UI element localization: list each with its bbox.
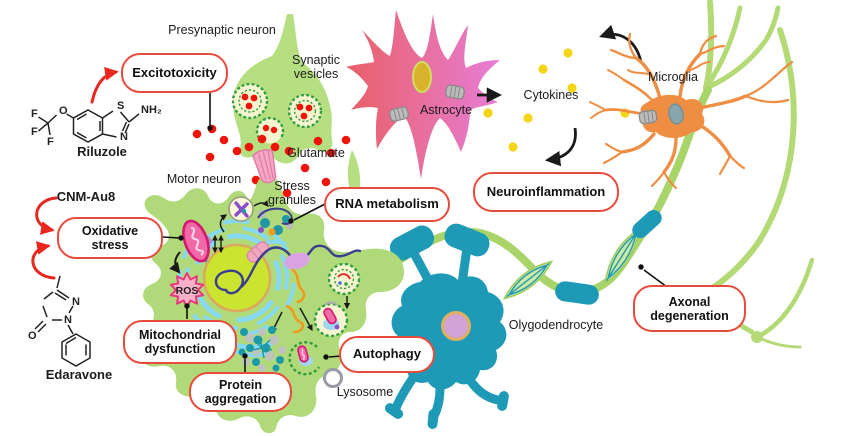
glutamate-receptor-icon xyxy=(252,149,277,184)
pointer-lines xyxy=(162,93,668,372)
box-axonal-degeneration: Axonal degeneration xyxy=(633,285,746,332)
svg-text:O: O xyxy=(28,330,37,342)
autophagosome xyxy=(327,262,361,296)
rna-strands xyxy=(285,268,306,334)
box-rna-metabolism: RNA metabolism xyxy=(324,187,450,222)
astrocyte-receptor-icon xyxy=(389,106,409,122)
oligodendrocyte-nucleus xyxy=(441,311,471,341)
red-drug-arrows xyxy=(31,67,119,280)
label-stress-granules: Stress granules xyxy=(268,179,316,207)
mitochondria-icon xyxy=(182,219,210,263)
label-synaptic-vesicles: Synaptic vesicles xyxy=(292,53,340,81)
astrocyte-nucleus xyxy=(412,61,432,93)
label-riluzole: Riluzole xyxy=(77,144,127,159)
label-motor-neuron: Motor neuron xyxy=(166,172,242,186)
edaravone-structure: N N O xyxy=(28,275,91,367)
box-mitochondrial-dysfunction: Mitochondrial dysfunction xyxy=(123,320,237,364)
box-autophagy: Autophagy xyxy=(339,336,435,373)
svg-text:N: N xyxy=(64,314,72,326)
svg-text:S: S xyxy=(117,100,124,112)
label-olygodendrocyte: Olygodendrocyte xyxy=(508,318,604,332)
box-oxidative-stress: Oxidative stress xyxy=(57,217,163,259)
microglia-nucleus xyxy=(668,103,684,125)
stress-granules-cluster xyxy=(257,207,294,236)
label-cnm-au8: CNM-Au8 xyxy=(56,189,116,204)
svg-text:O: O xyxy=(59,105,68,117)
cnm-au8-arrow xyxy=(35,196,58,235)
ros-star: ROS xyxy=(169,272,205,308)
microglia-receptor-icon xyxy=(638,109,658,125)
label-presynaptic-neuron: Presynaptic neuron xyxy=(168,23,276,37)
box-protein-aggregation: Protein aggregation xyxy=(189,372,292,412)
svg-text:N: N xyxy=(72,296,80,308)
riluzole-structure: S N NH₂ O F F F xyxy=(31,100,162,148)
label-microglia: Microglia xyxy=(647,70,698,84)
astrocyte-receptor-icon xyxy=(445,84,465,100)
box-excitotoxicity: Excitotoxicity xyxy=(121,53,228,93)
cytokine-dots xyxy=(483,48,630,152)
vesicle xyxy=(287,93,323,129)
edaravone-arrow xyxy=(31,241,56,280)
vesicle xyxy=(231,82,269,120)
box-neuroinflammation: Neuroinflammation xyxy=(473,172,619,212)
astrocyte-shape xyxy=(346,10,500,179)
black-arrows xyxy=(477,24,643,167)
myelin-segment xyxy=(389,225,435,261)
motor-neuron-organelles: ROS xyxy=(169,196,362,388)
cycle-arrow-bottom xyxy=(544,127,577,167)
svg-text:F: F xyxy=(31,126,38,138)
myelin-segment xyxy=(555,281,599,305)
transport-arrows xyxy=(212,234,224,254)
label-edaravone: Edaravone xyxy=(45,367,113,382)
microglia-shape xyxy=(589,32,794,190)
svg-text:NH₂: NH₂ xyxy=(141,104,162,116)
protein-aggregates xyxy=(238,326,286,372)
autophagosome-forming xyxy=(288,341,321,376)
rna-polymerase-blob xyxy=(284,252,310,270)
label-cytokines: Cytokines xyxy=(523,88,579,102)
ros-label: ROS xyxy=(176,285,199,297)
label-glutamate: Glutamate xyxy=(287,146,345,160)
glutamate-dots xyxy=(192,124,351,198)
svg-text:F: F xyxy=(31,108,38,120)
label-lysosome: Lysosome xyxy=(336,385,394,399)
autophagosome xyxy=(313,301,349,338)
cycle-arrow-top xyxy=(599,24,643,63)
axon xyxy=(389,86,712,305)
myelin-segment xyxy=(632,209,662,239)
degenerating-myelin-spindle xyxy=(502,260,554,300)
myelin-segment xyxy=(444,223,490,257)
lysosome-icon xyxy=(323,368,343,388)
svg-text:N: N xyxy=(120,131,128,143)
svg-text:F: F xyxy=(47,136,54,148)
chromosome-vesicle xyxy=(228,196,254,222)
riluzole-arrow xyxy=(90,67,119,104)
label-astrocyte: Astrocyte xyxy=(419,103,473,117)
